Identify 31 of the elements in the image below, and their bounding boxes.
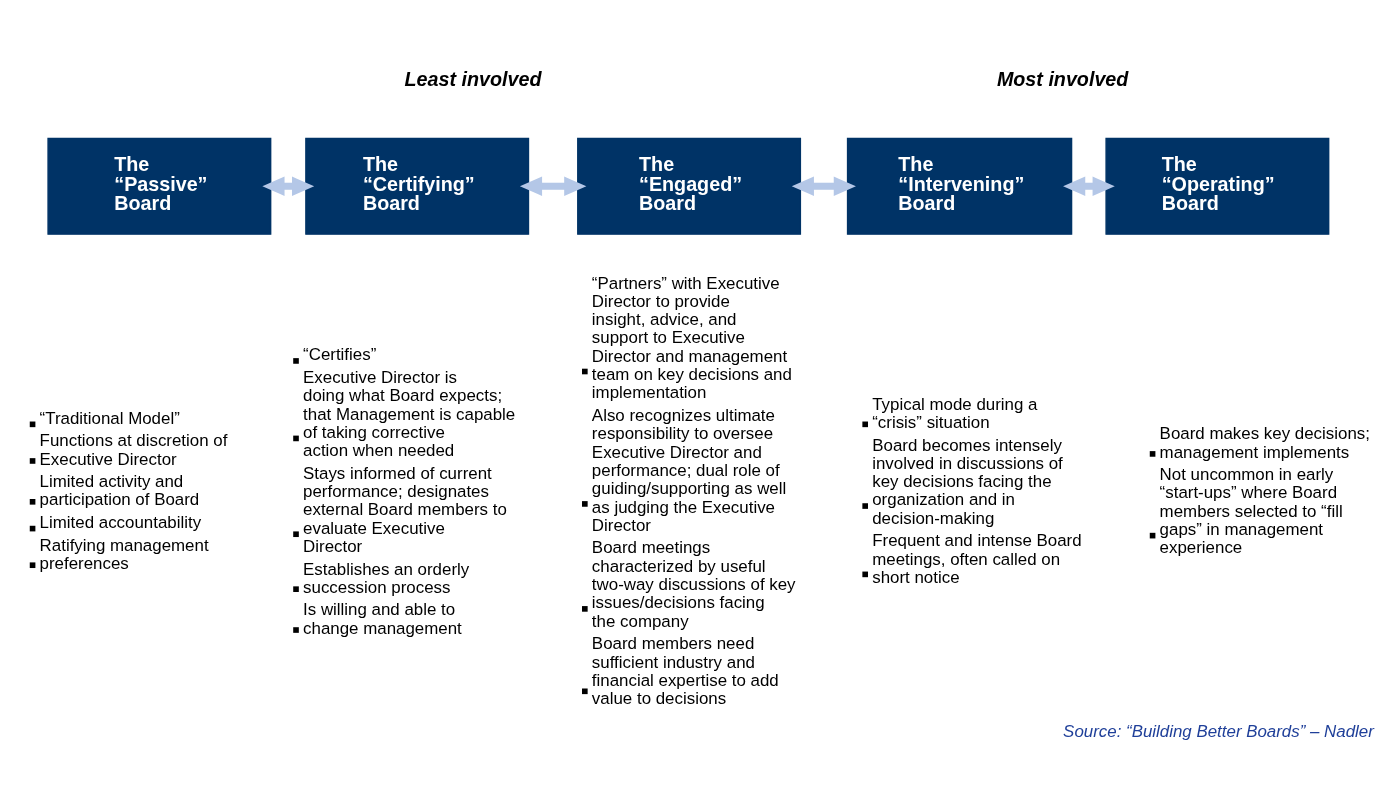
- label: Least involved: [404, 67, 542, 90]
- node-label: Board becomes intensely involved in discussions of key decisions facing the organization and in decision-making: [872, 435, 1063, 528]
- arrow: [1063, 176, 1115, 196]
- node-label: Also recognizes ultimate responsibility to oversee Executive Director and performance; dual role of guiding/supporting as well as judging the Executive Director: [591, 405, 787, 535]
- node-label: Is willing and able to change management: [303, 600, 462, 638]
- caption: Source: “Building Better Boards” – Nadler: [1063, 721, 1374, 741]
- node-label: Functions at discretion of Executive Director: [39, 431, 228, 469]
- node-label: Stays informed of current performance; designates external Board members to evaluate Executive Director: [303, 463, 507, 556]
- node-box: The “Operating” Board: [1105, 137, 1330, 235]
- node-label: Board makes key decisions; management implements: [1159, 424, 1370, 462]
- node-label: Board members need sufficient industry and financial expertise to add value to decisions: [591, 634, 779, 709]
- arrow: [519, 176, 587, 196]
- node-label: Typical mode during a “crisis” situation: [872, 394, 1038, 432]
- node-label: “Traditional Model”: [39, 408, 180, 428]
- node-label: Frequent and intense Board meetings, often called on short notice: [872, 531, 1082, 587]
- node-label: Not uncommon in early “start-ups” where Board members selected to “fill gaps” in management experience: [1159, 465, 1343, 558]
- node-box: The “Intervening” Board: [846, 137, 1073, 235]
- node-box: The “Engaged” Board: [577, 137, 802, 235]
- node-label: Board meetings characterized by useful two-way discussions of key issues/decisions facing the company: [591, 538, 796, 631]
- node-label: “Partners” with Executive Director to provide insight, advice, and support to Executive Director and management team on key decisions and implementation: [591, 273, 792, 403]
- node-label: Limited activity and participation of Board: [39, 472, 200, 510]
- node-label: Establishes an orderly succession process: [303, 559, 470, 597]
- node-label: Executive Director is doing what Board expects; that Management is capable of taking corrective action when needed: [303, 367, 516, 461]
- node-box: The “Passive” Board: [47, 137, 272, 235]
- label: Most involved: [996, 67, 1129, 90]
- node-label: Ratifying management preferences: [39, 535, 209, 573]
- node-label: “Certifies”: [303, 345, 377, 365]
- arrow: [791, 176, 856, 196]
- node-label: Limited accountability: [39, 513, 202, 533]
- node-box: The “Certifying” Board: [305, 137, 530, 235]
- arrow: [262, 176, 315, 196]
